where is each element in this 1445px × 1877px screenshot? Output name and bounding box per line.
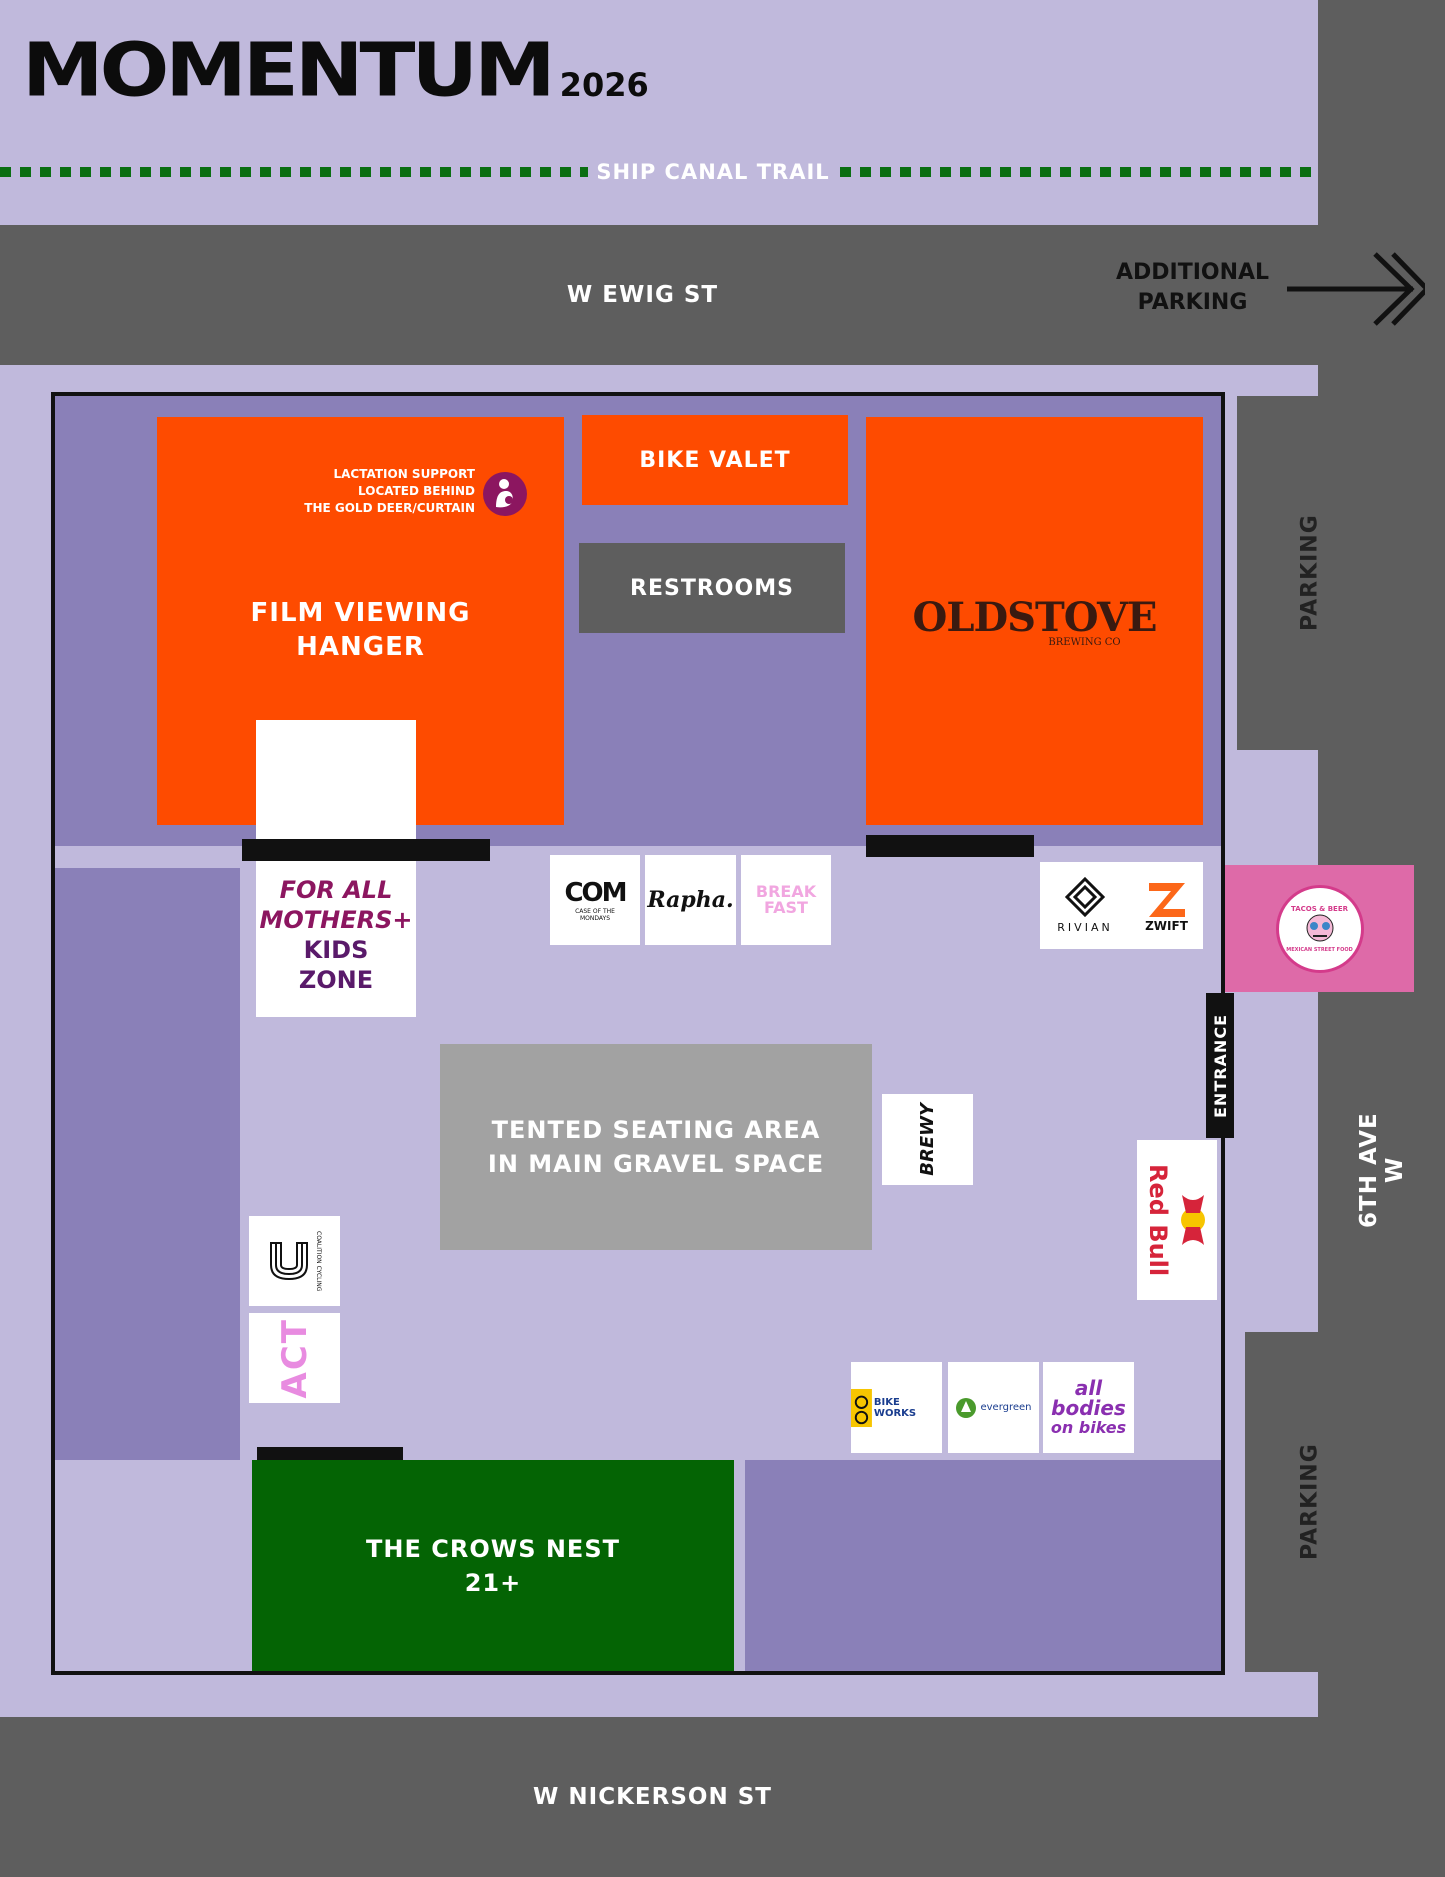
- coalition-logo-icon: [270, 1242, 308, 1281]
- kids-zone-box: [256, 720, 416, 1017]
- southeast-zone: [745, 1460, 1221, 1671]
- bike-works-logo-icon: [851, 1388, 872, 1427]
- entrance-marker: ENTRANCE: [1206, 993, 1234, 1138]
- sponsor-brewy: BREWY: [882, 1094, 973, 1185]
- old-stove-entrance-bar: [866, 835, 1034, 857]
- sponsor-coalition-cycling: COALITION CYCLING: [249, 1216, 340, 1306]
- old-stove-logo: OLDSTOVE: [912, 594, 1158, 641]
- sponsor-rivian: RIVIAN: [1040, 862, 1130, 949]
- sponsor-case-of-the-mondays: COM CASE OF THE MONDAYS: [550, 855, 640, 945]
- film-viewing-label: FILM VIEWING HANGER: [250, 598, 471, 662]
- parking-label-south: PARKING: [1297, 1443, 1323, 1561]
- street-6th-ave-label: 6TH AVE W: [1356, 1112, 1408, 1228]
- trail-label: SHIP CANAL TRAIL: [588, 158, 838, 186]
- parking-label-north: PARKING: [1297, 514, 1323, 632]
- rivian-logo-icon: [1065, 877, 1105, 917]
- additional-parking-label: ADDITIONAL PARKING: [1115, 260, 1270, 315]
- sponsor-zwift: ZWIFT: [1130, 862, 1203, 949]
- tented-seating-area: TENTED SEATING AREA IN MAIN GRAVEL SPACE: [440, 1044, 872, 1250]
- film-entrance-bar: [242, 839, 490, 861]
- old-stove-sub: BREWING CO: [1048, 637, 1121, 648]
- kids-zone-label: FOR ALL MOTHERS+ KIDS ZONE: [259, 876, 413, 994]
- sponsor-evergreen: evergreen: [948, 1362, 1039, 1453]
- parking-lane-north: [1237, 396, 1319, 750]
- bike-valet: BIKE VALET: [582, 415, 848, 505]
- sponsor-red-bull: Red Bull: [1137, 1140, 1217, 1300]
- event-title: MOMENTUM 2026: [22, 22, 649, 112]
- title-main: MOMENTUM: [22, 27, 556, 114]
- tacos-logo: TACOS & BEER MEXICAN STREET FOOD: [1275, 884, 1364, 973]
- street-w-ewig: W EWIG ST: [0, 225, 1445, 365]
- sponsor-act: ACT: [249, 1313, 340, 1403]
- red-bull-logo-icon: [1181, 1195, 1205, 1245]
- lactation-icon: [483, 472, 527, 516]
- restrooms: RESTROOMS: [579, 543, 845, 633]
- street-w-nickerson: W NICKERSON ST: [0, 1717, 1445, 1877]
- sponsor-rapha: Rapha.: [645, 855, 736, 945]
- west-zone: [55, 868, 240, 1460]
- old-stove-brewing-area: OLDSTOVE BREWING CO: [866, 417, 1203, 825]
- lactation-support-note: LACTATION SUPPORT LOCATED BEHIND THE GOL…: [304, 467, 475, 515]
- parking-lane-south: [1245, 1332, 1319, 1672]
- sponsor-breakfast: BREAK FAST: [741, 855, 831, 945]
- sponsor-all-bodies-on-bikes: all bodies on bikes: [1043, 1362, 1134, 1453]
- title-year: 2026: [559, 66, 649, 104]
- evergreen-logo-icon: [956, 1397, 977, 1418]
- sugar-skull-icon: [1306, 914, 1333, 941]
- zwift-logo-icon: [1148, 882, 1185, 917]
- sponsor-bike-works: BIKE WORKS: [851, 1362, 942, 1453]
- arrow-right-icon: [1287, 252, 1425, 326]
- crows-nest: THE CROWS NEST 21+: [252, 1460, 734, 1671]
- tacos-and-beer-truck: TACOS & BEER MEXICAN STREET FOOD: [1225, 865, 1414, 992]
